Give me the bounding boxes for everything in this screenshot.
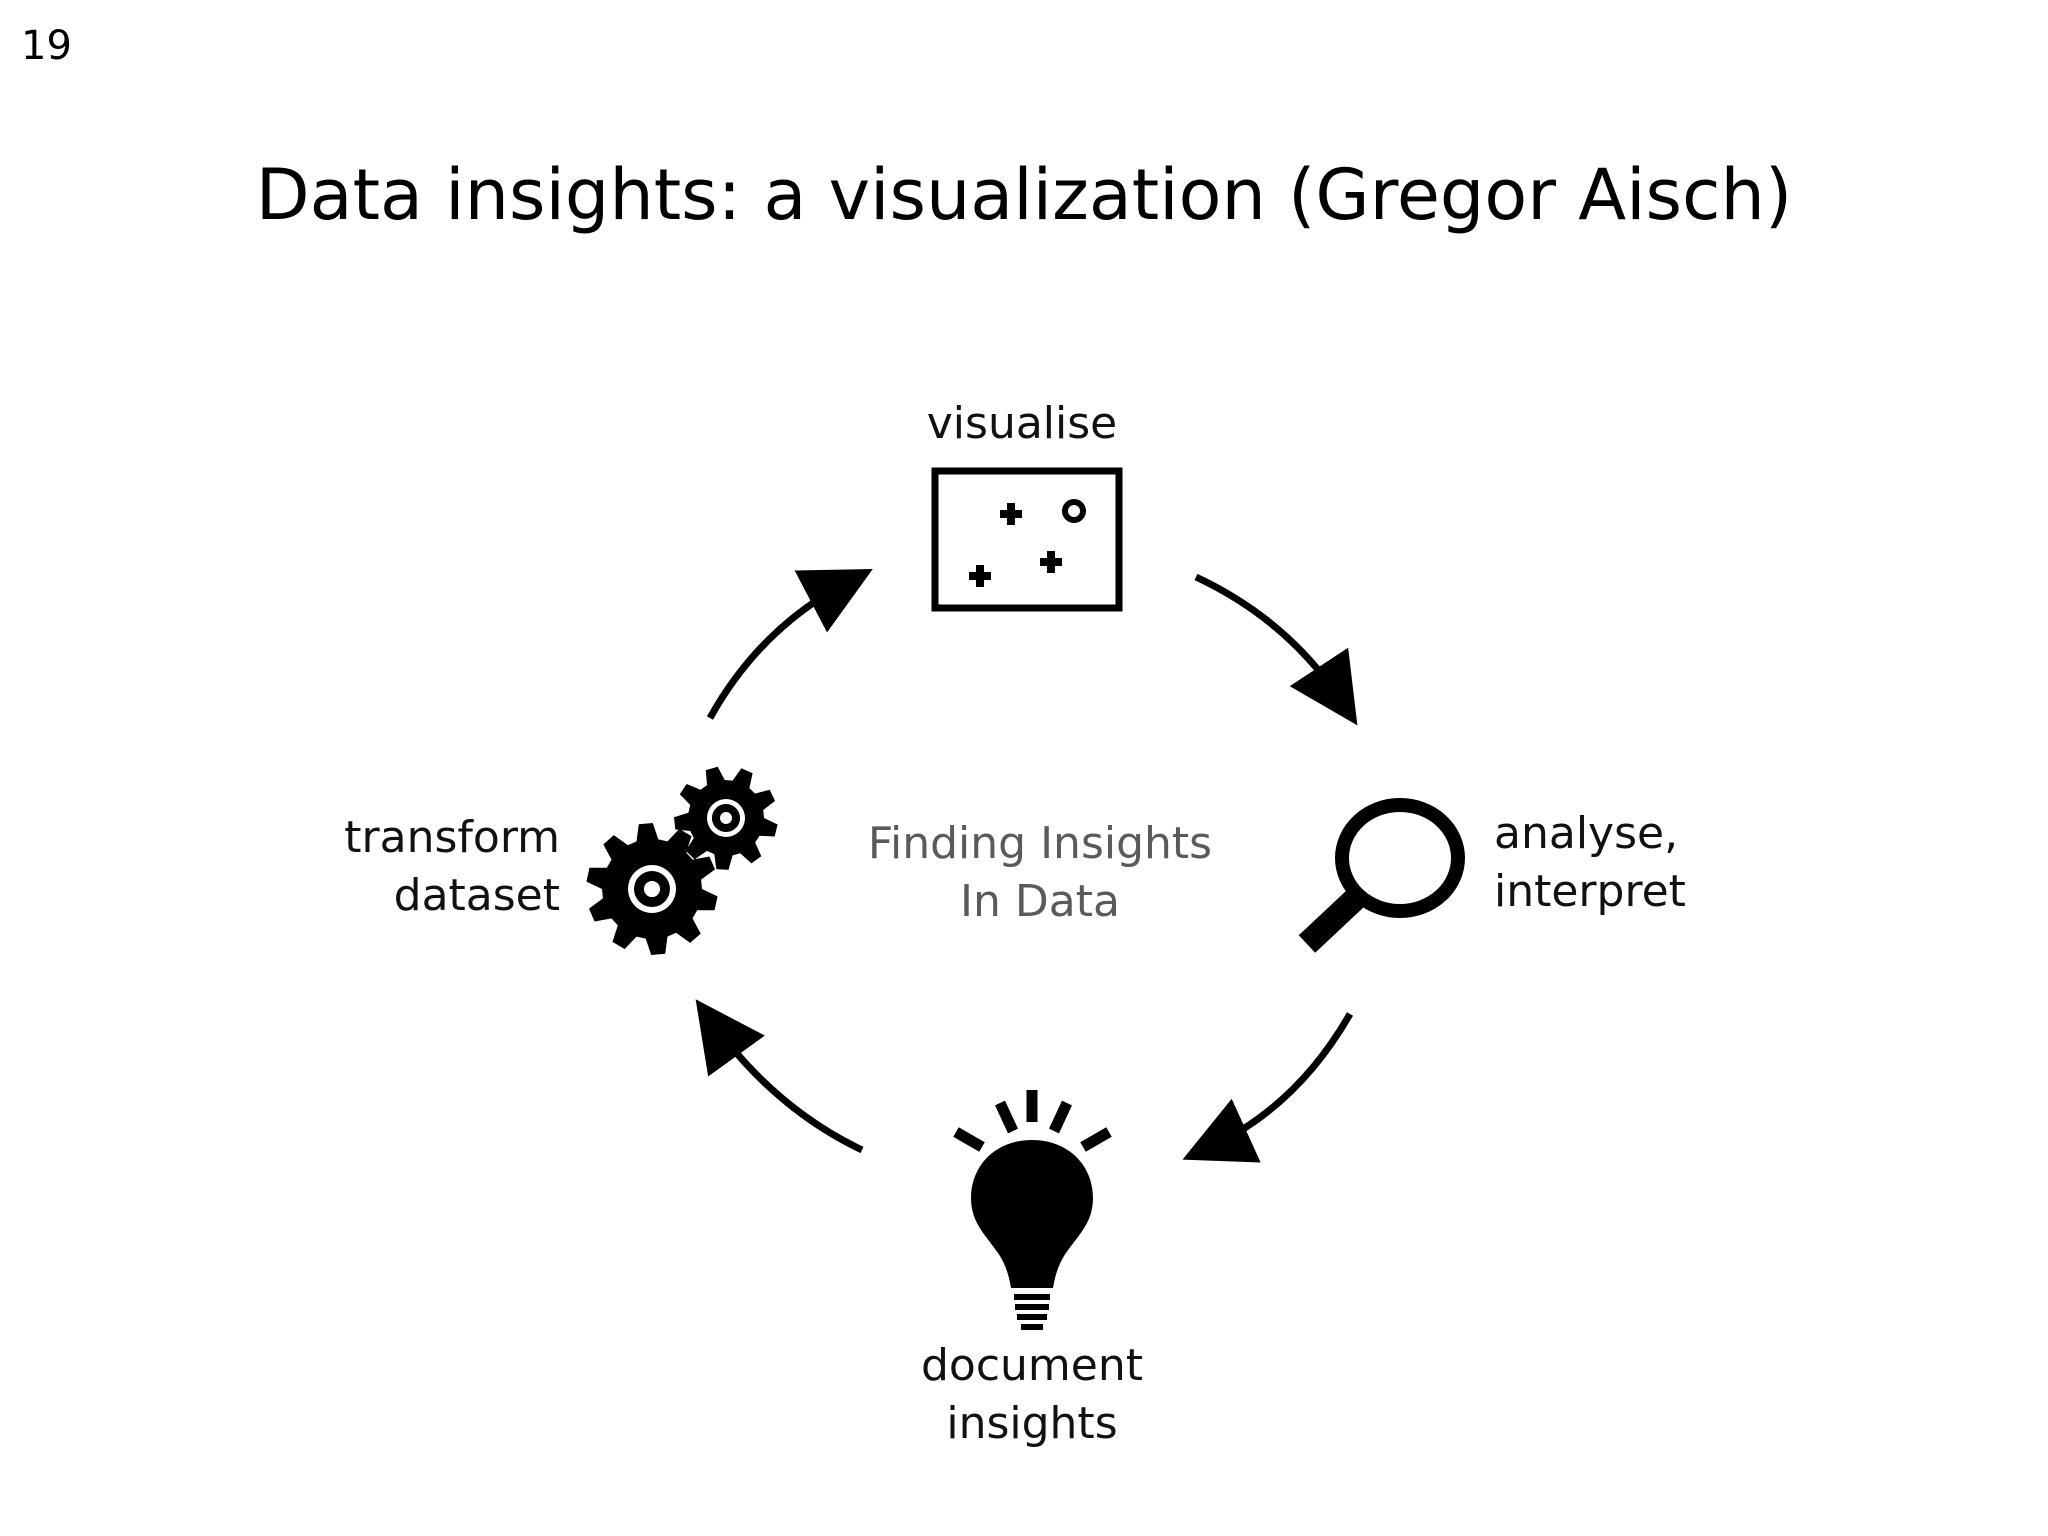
gear-hub xyxy=(634,871,670,907)
scatter-plot-icon xyxy=(931,467,1123,612)
gears-icon xyxy=(586,766,778,955)
lightbulb-icon xyxy=(953,1090,1112,1330)
slide-number: 19 xyxy=(21,23,72,69)
magnifier-icon xyxy=(1298,798,1465,953)
arrow-visualise-to-analyse xyxy=(1194,573,1358,726)
stage-label-transform: transform xyxy=(344,812,560,863)
arrow-document-to-transform xyxy=(695,999,864,1154)
arrow-analyse-to-document xyxy=(1182,1012,1354,1163)
center-label: Finding Insights xyxy=(868,818,1212,869)
center-label-line2: In Data xyxy=(960,876,1120,927)
stage-label-document-line2: insights xyxy=(946,1398,1117,1449)
stage-label-analyse-line2: interpret xyxy=(1494,866,1686,917)
stage-label-transform-line2: dataset xyxy=(394,870,560,921)
slide-title: Data insights: a visualization (Gregor A… xyxy=(255,154,1793,236)
stage-label-analyse: analyse, xyxy=(1494,808,1678,859)
stage-label-document: document xyxy=(921,1340,1143,1391)
gear-hub xyxy=(711,803,741,833)
stage-label-visualise: visualise xyxy=(927,398,1117,449)
arrow-transform-to-visualise xyxy=(706,569,873,720)
